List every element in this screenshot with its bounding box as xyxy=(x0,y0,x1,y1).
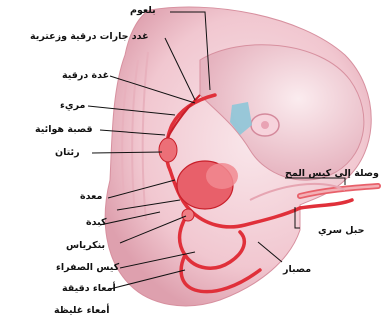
label-parathyroid: غدد جارات درقية وزعترية xyxy=(30,31,149,43)
stomach-shape xyxy=(206,163,238,189)
label-liver: كبدة xyxy=(86,217,107,229)
label-pharynx: بلعوم xyxy=(130,5,156,17)
gallbladder-shape xyxy=(182,209,194,221)
lung-bud xyxy=(159,138,177,162)
label-cloaca: مصبار xyxy=(283,264,311,276)
label-umbilical-cord: حبل سري xyxy=(318,225,364,237)
label-pancreas: بنكرياس xyxy=(66,240,105,252)
label-esophagus: مريء xyxy=(60,100,85,112)
label-gallbladder: كيس الصفراء xyxy=(56,262,119,274)
label-stomach: معدة xyxy=(80,191,102,203)
label-yolk-stalk: وصلة إلى كيس المح xyxy=(285,168,379,180)
label-large-intestine: أمعاء غليظة xyxy=(54,305,110,317)
label-thyroid: غدة درقية xyxy=(62,70,109,82)
label-trachea: قصبة هوائية xyxy=(35,124,93,136)
label-small-intestine: أمعاء دقيقة xyxy=(62,283,116,295)
label-lungs: رئتان xyxy=(55,147,80,159)
